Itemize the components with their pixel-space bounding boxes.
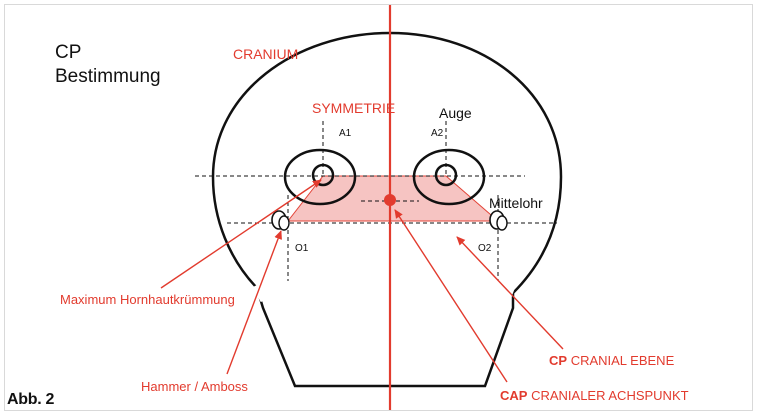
cp-label: CP CRANIAL EBENE xyxy=(549,354,674,367)
left-ear-inner xyxy=(279,216,289,230)
cap-abbr: CAP xyxy=(500,388,527,403)
cranium-label: CRANIUM xyxy=(233,47,298,61)
diagram-title-line1: CP xyxy=(55,43,81,62)
right-ear-inner xyxy=(497,216,507,230)
cp-arrow xyxy=(457,237,563,349)
cp-text: CRANIAL EBENE xyxy=(571,353,675,368)
symmetrie-label: SYMMETRIE xyxy=(312,101,395,115)
mittelohr-label: Mittelohr xyxy=(489,196,543,210)
cap-arrow xyxy=(395,210,507,382)
o2-label: O2 xyxy=(478,244,491,254)
hornhaut-arrow xyxy=(161,180,321,288)
hornhaut-label: Maximum Hornhautkrümmung xyxy=(60,293,235,306)
cap-text: CRANIALER ACHSPUNKT xyxy=(531,388,688,403)
cp-abbr: CP xyxy=(549,353,567,368)
diagram-title-line2: Bestimmung xyxy=(55,67,161,86)
a1-label: A1 xyxy=(339,129,351,139)
hammer-label: Hammer / Amboss xyxy=(141,380,248,393)
figure-label: Abb. 2 xyxy=(7,392,54,408)
auge-label: Auge xyxy=(439,106,472,120)
cap-point xyxy=(384,194,396,206)
hammer-arrow xyxy=(227,231,281,374)
o1-label: O1 xyxy=(295,244,308,254)
diagram-frame: CP Bestimmung CRANIUM SYMMETRIE Auge A1 … xyxy=(4,4,753,411)
cap-label: CAP CRANIALER ACHSPUNKT xyxy=(500,389,689,402)
a2-label: A2 xyxy=(431,129,443,139)
